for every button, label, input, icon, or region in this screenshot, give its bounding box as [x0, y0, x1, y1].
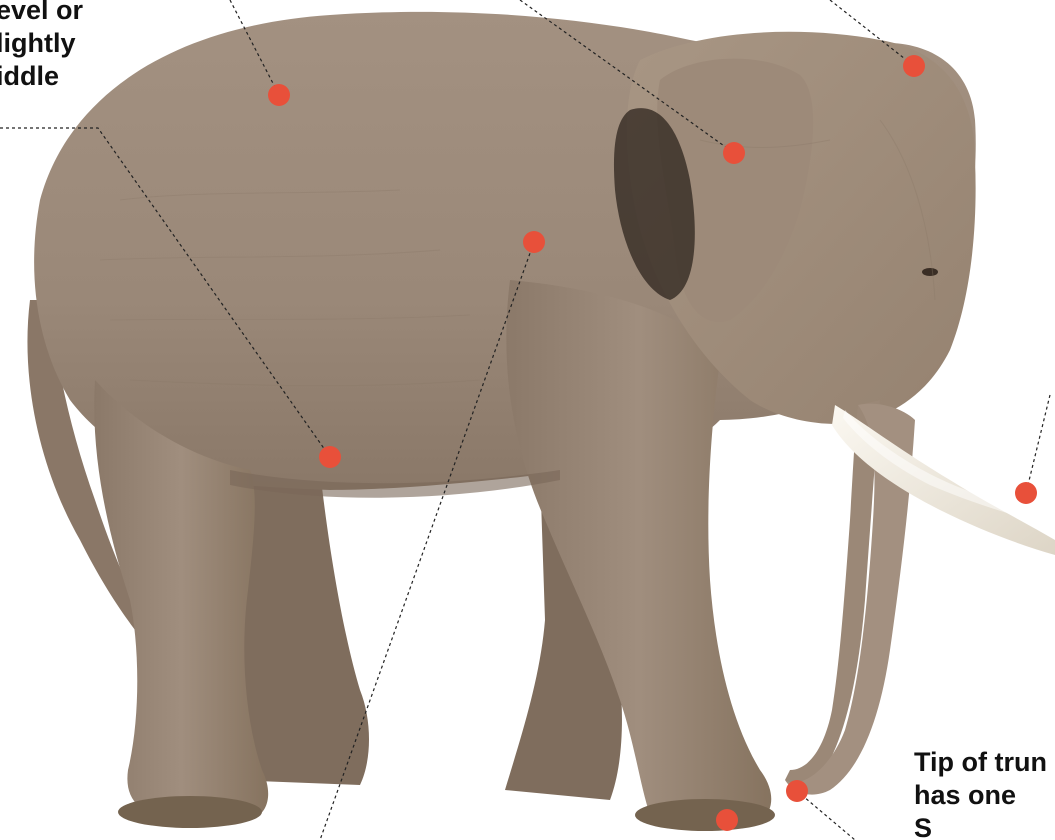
marker-shoulder — [523, 231, 545, 253]
back-annotation-label: evel or lightly iddle — [0, 0, 106, 93]
elephant-eye — [922, 268, 938, 276]
marker-foot — [716, 809, 738, 831]
trunk-tip-annotation-label: Tip of trun has one S — [914, 746, 1055, 840]
marker-belly — [319, 446, 341, 468]
marker-back — [268, 84, 290, 106]
elephant-hind-foot — [118, 796, 262, 828]
marker-ear — [723, 142, 745, 164]
elephant-fore-foot — [635, 799, 775, 831]
marker-head — [903, 55, 925, 77]
marker-trunk-tip — [786, 780, 808, 802]
marker-tusk — [1015, 482, 1037, 504]
